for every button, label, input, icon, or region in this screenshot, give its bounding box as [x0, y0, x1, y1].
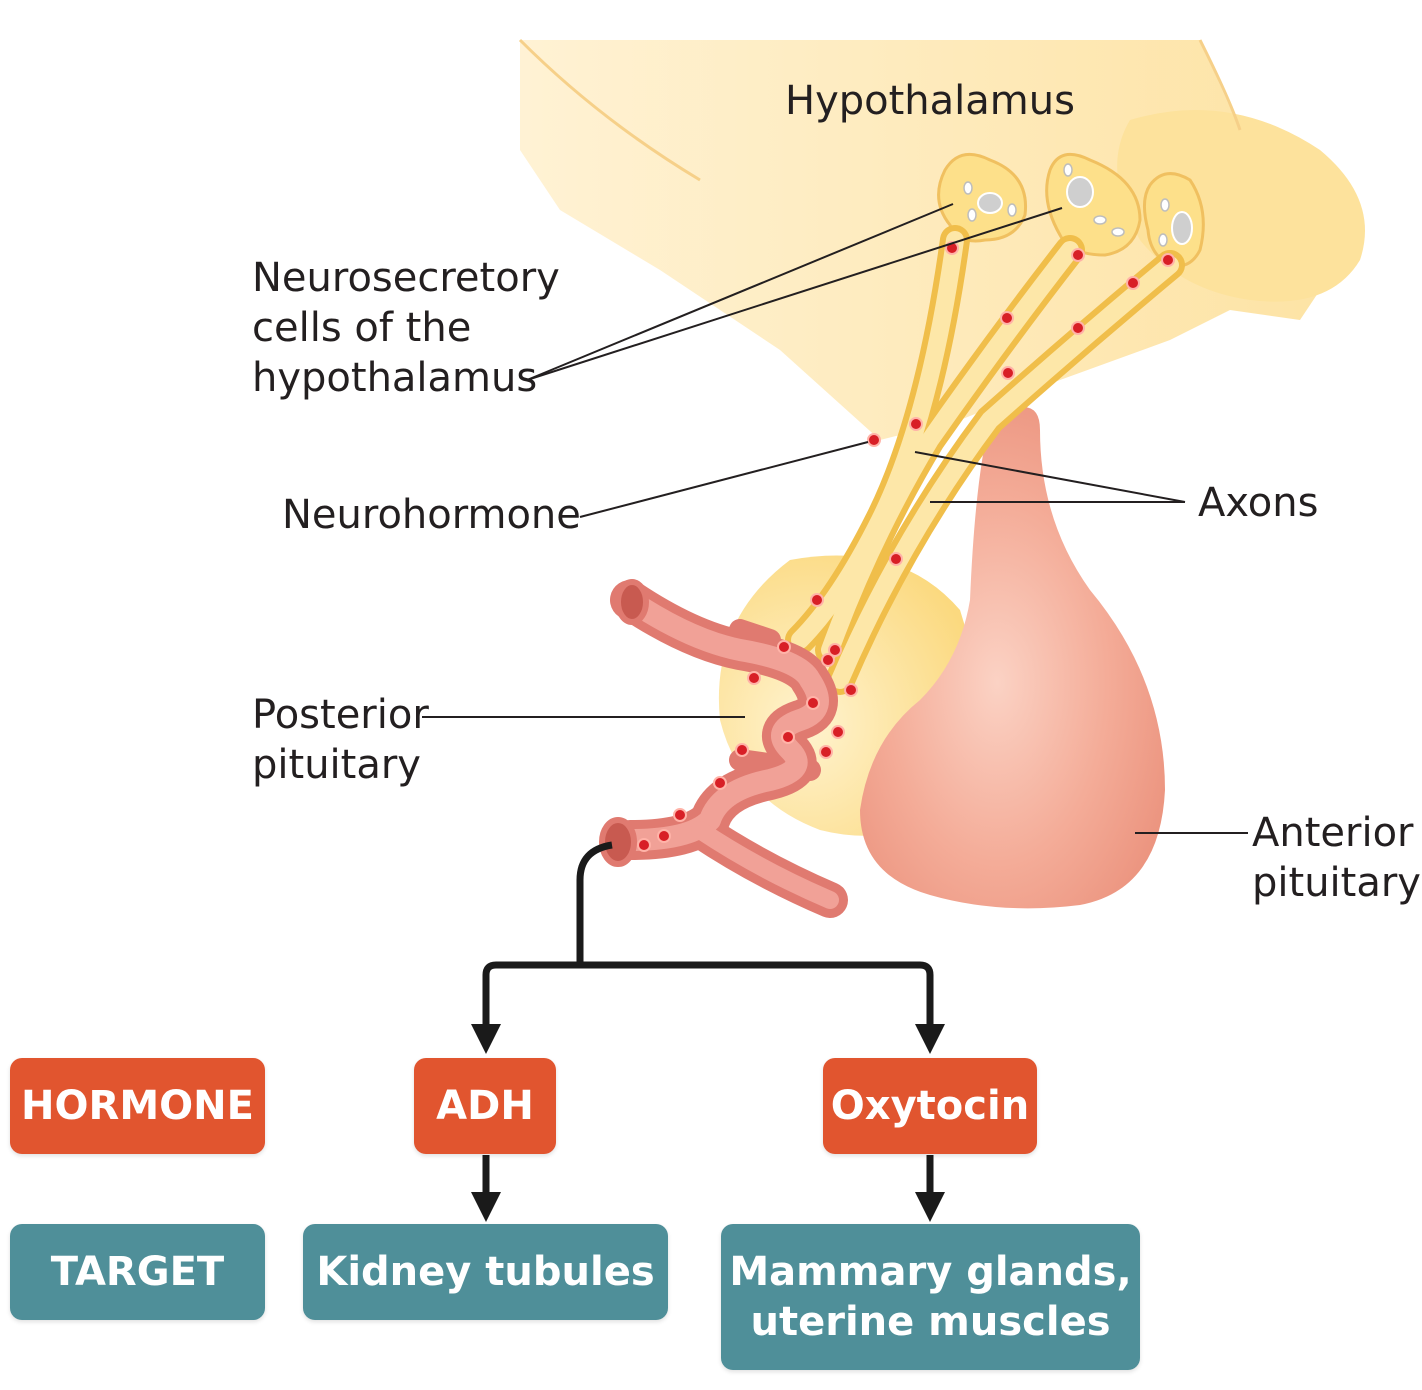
label-posterior-pituitary: Posterior pituitary	[252, 692, 429, 788]
hormone-oxytocin-box: Oxytocin	[823, 1058, 1037, 1154]
leader-lines	[422, 203, 1248, 834]
target-kidney-tubules-box: Kidney tubules	[303, 1224, 668, 1320]
neurohormone-dots	[637, 241, 1175, 852]
blood-vessel	[599, 579, 848, 918]
axons	[785, 225, 1185, 695]
label-anterior-pituitary: Anterior pituitary	[1252, 810, 1421, 906]
label-neurohormone: Neurohormone	[282, 492, 581, 538]
cell-nuclei	[977, 176, 1193, 245]
flow-arrowheads	[471, 1024, 945, 1222]
label-hypothalamus: Hypothalamus	[785, 78, 1075, 124]
label-neurosecretory-cells: Neurosecretory cells of the hypothalamus	[252, 255, 560, 401]
label-axons: Axons	[1198, 480, 1319, 526]
anterior-pituitary-lobe	[860, 407, 1165, 909]
legend-target-box: TARGET	[10, 1224, 265, 1320]
hormone-adh-box: ADH	[414, 1058, 556, 1154]
target-mammary-uterine-box: Mammary glands, uterine muscles	[721, 1224, 1140, 1370]
legend-hormone-box: HORMONE	[10, 1058, 265, 1154]
cell-granules	[963, 163, 1170, 247]
